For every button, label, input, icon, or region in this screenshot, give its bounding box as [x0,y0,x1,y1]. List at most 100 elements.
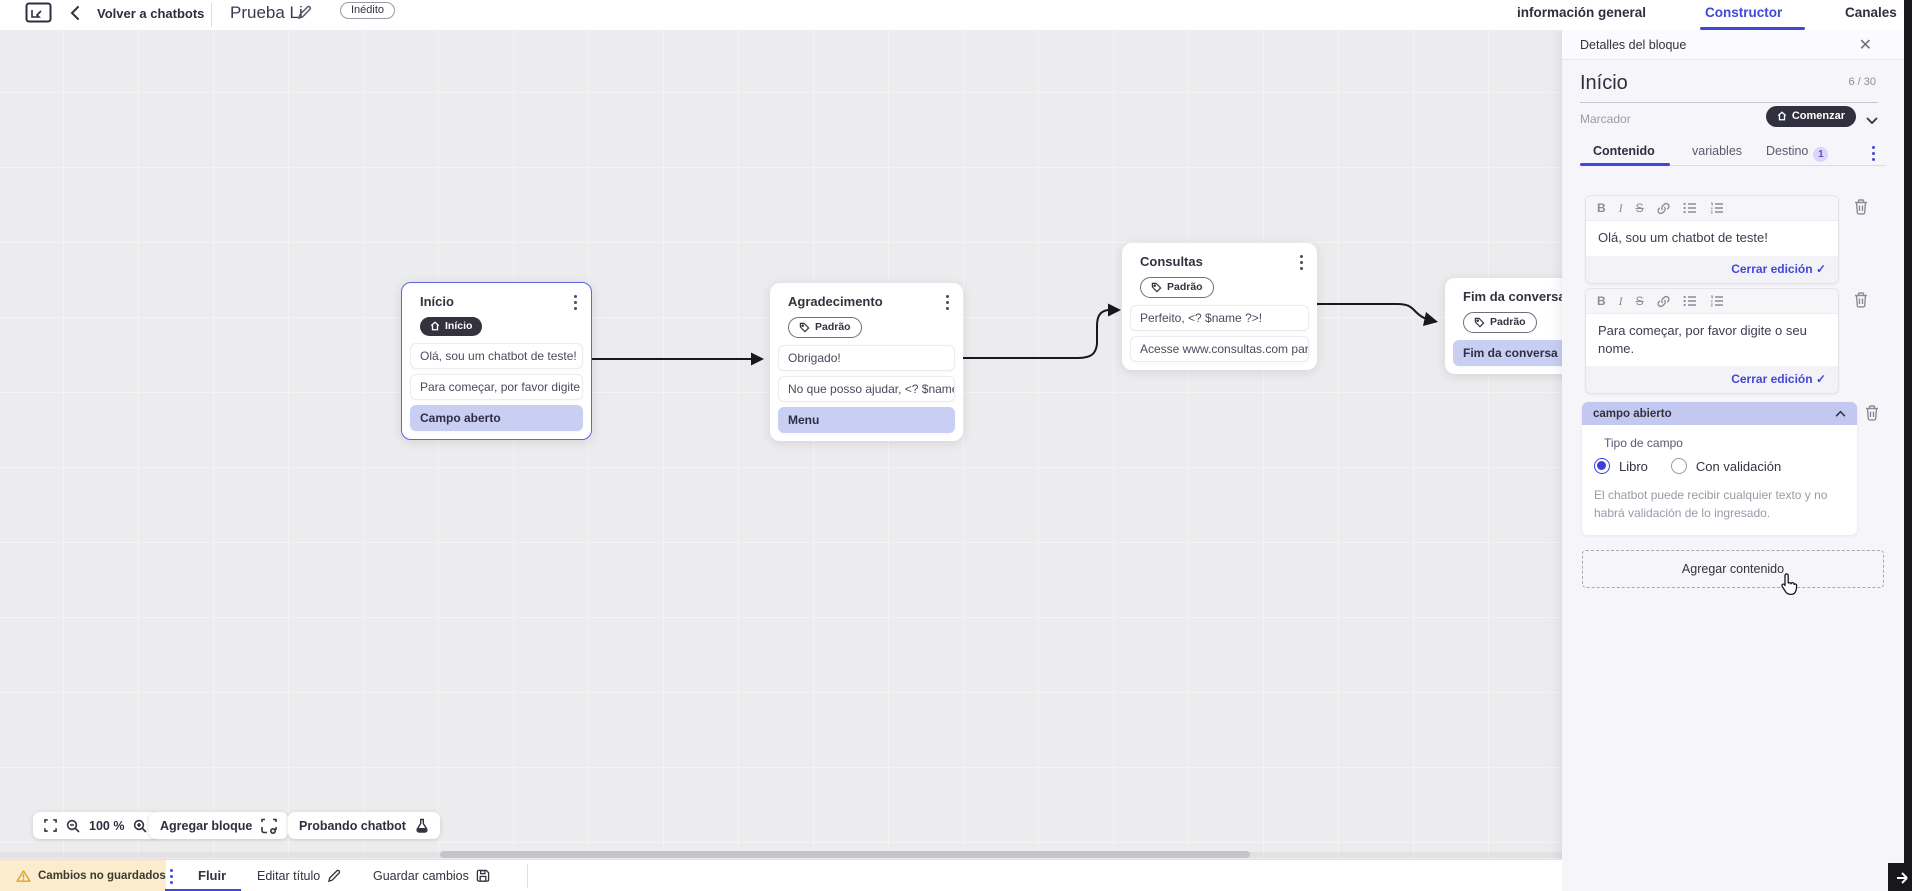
trash-icon[interactable] [1865,405,1879,426]
numbered-list-icon[interactable] [1710,295,1724,307]
chevron-up-icon[interactable] [1835,410,1846,417]
open-field-header[interactable]: campo abierto [1582,402,1857,425]
kebab-icon[interactable] [946,295,950,310]
flow-connectors [592,303,1438,366]
check-icon: ✓ [1815,261,1826,276]
scroll-corner[interactable] [1888,863,1912,891]
window-edge-strip [1904,0,1912,891]
node-content-row[interactable]: Perfeito, <? $name ?>! [1130,305,1309,331]
flow-kebab-icon[interactable] [170,869,174,884]
tab-contenido[interactable]: Contenido [1593,144,1655,158]
editor-toolbar: B I S [1586,196,1838,221]
node-content-row-open-field[interactable]: Campo aberto [410,405,583,431]
editor-toolbar: B I S [1586,289,1838,314]
node-title: Consultas [1140,254,1203,269]
radio-con-validacion[interactable] [1670,458,1687,474]
editor-text[interactable]: Olá, sou um chatbot de teste! [1598,230,1768,245]
editor-text[interactable]: Para começar, por favor digite o seu nom… [1598,323,1807,356]
node-content-row[interactable]: Acesse www.consultas.com par... [1130,336,1309,362]
node-consultas[interactable]: Consultas Padrão Perfeito, <? $name ?>! … [1122,243,1317,370]
node-content-row[interactable]: Para começar, por favor digite o ... [410,374,583,400]
node-marker-badge: Início [420,317,483,336]
close-icon[interactable]: ✕ [1858,37,1872,54]
bottom-status-bar: Cambios no guardados Fluir Editar título… [0,859,1562,891]
field-type-label: Tipo de campo [1604,436,1683,450]
tag-icon [799,322,810,332]
trash-icon[interactable] [1854,199,1868,220]
block-details-panel: Detalles del bloque ✕ Início 6 / 30 Marc… [1562,30,1904,891]
close-edit-button[interactable]: Cerrar edición ✓ [1586,255,1838,283]
strike-icon[interactable]: S [1635,201,1644,215]
node-content-row[interactable]: Olá, sou um chatbot de teste! [410,343,583,369]
tab-fluir[interactable]: Fluir [198,868,227,883]
open-field-body: Tipo de campo Libro Con validación El ch… [1582,425,1857,535]
open-field-block: campo abierto Tipo de campo Libro Con va… [1582,402,1857,535]
back-to-chatbots-link[interactable]: Volver a chatbots [97,6,205,21]
home-icon [1777,111,1787,121]
tab-variables[interactable]: variables [1692,144,1743,158]
close-edit-button[interactable]: Cerrar edición ✓ [1586,366,1838,394]
add-content-button[interactable]: Agregar contenido [1582,550,1884,588]
italic-icon[interactable]: I [1618,201,1623,215]
kebab-icon[interactable] [1300,255,1304,270]
radio-libro-label[interactable]: Libro [1619,458,1648,474]
edit-title-button[interactable]: Editar título [257,869,341,883]
zoom-toolbar: 100 % [33,812,159,839]
save-icon [476,869,490,882]
italic-icon[interactable]: I [1618,294,1623,308]
edit-pencil-icon[interactable] [297,5,312,25]
field-help-text: El chatbot puede recibir cualquier texto… [1594,488,1828,520]
zoom-out-icon[interactable] [66,819,80,833]
trash-icon[interactable] [1854,292,1868,313]
chevron-down-icon[interactable] [1866,112,1878,130]
bold-icon[interactable]: B [1597,294,1606,308]
numbered-list-icon[interactable] [1710,202,1724,214]
top-bar: Volver a chatbots Prueba Li Inédito info… [0,0,1912,30]
home-icon [430,321,440,331]
kebab-icon[interactable] [574,295,578,310]
radio-libro[interactable] [1594,458,1610,474]
zoom-in-icon[interactable] [133,819,148,833]
tab-canales[interactable]: Canales [1845,5,1897,20]
node-title: Início [420,294,454,309]
panel-kebab-icon[interactable] [1872,146,1876,161]
fullscreen-icon[interactable] [44,819,57,832]
back-icon[interactable] [70,5,86,23]
unsaved-changes-warning: Cambios no guardados [0,860,166,891]
node-content-row[interactable]: No que posso ajudar, <? $name ... [778,376,955,402]
horizontal-scrollbar-thumb[interactable] [440,851,1250,858]
marker-select[interactable]: Comenzar [1765,106,1856,127]
link-icon[interactable] [1657,202,1670,215]
link-icon[interactable] [1657,295,1670,308]
radio-con-validacion-label[interactable]: Con validación [1695,458,1782,474]
node-marker-badge: Padrão [788,317,862,338]
test-chatbot-button[interactable]: Probando chatbot [288,812,440,839]
block-name-underline [1580,102,1878,103]
add-block-button[interactable]: Agregar bloque [149,812,289,839]
block-name-input[interactable]: Início [1580,72,1628,94]
add-block-icon [261,818,278,834]
bullet-list-icon[interactable] [1683,295,1697,307]
node-content-row[interactable]: Obrigado! [778,345,955,371]
hand-cursor [1777,573,1799,602]
node-inicio[interactable]: Início Início Olá, sou um chatbot de tes… [401,282,592,440]
node-agradecimento[interactable]: Agradecimento Padrão Obrigado! No que po… [770,283,963,441]
warning-icon [16,870,31,882]
node-title: Agradecimento [788,294,883,309]
chatbot-title[interactable]: Prueba Li [230,3,303,22]
save-changes-button[interactable]: Guardar cambios [373,869,490,883]
bullet-list-icon[interactable] [1683,202,1697,214]
strike-icon[interactable]: S [1635,294,1644,308]
flask-icon [416,818,428,833]
tag-icon [1474,317,1485,327]
node-content-row-menu[interactable]: Menu [778,407,955,433]
app-logo-icon[interactable] [25,2,52,28]
bold-icon[interactable]: B [1597,201,1606,215]
panel-header: Detalles del bloque ✕ [1562,30,1904,60]
panel-title: Detalles del bloque [1580,38,1687,52]
tab-informacion-general[interactable]: información general [1517,5,1647,20]
active-panel-tab-indicator [1580,163,1670,166]
tab-constructor[interactable]: Constructor [1705,5,1783,20]
